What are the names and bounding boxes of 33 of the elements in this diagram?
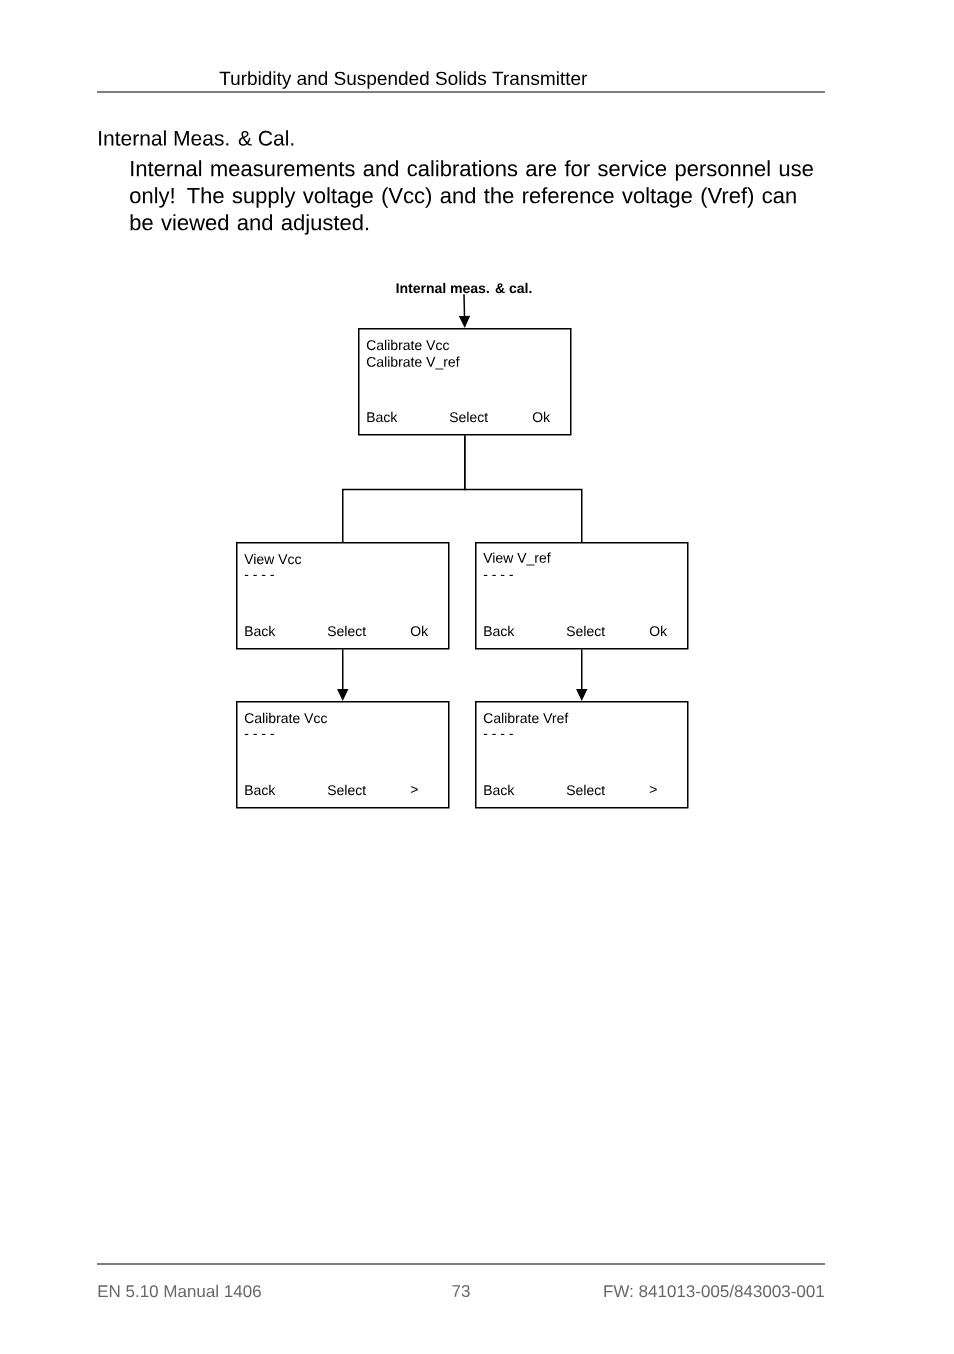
menu-text: Calibrate Vcc [244, 712, 328, 724]
softkey-label: Select [327, 784, 366, 796]
menu-text: - - - - [244, 574, 274, 576]
softkey-label: Back [245, 625, 276, 637]
menu-text: - - - - [483, 574, 513, 576]
softkey-label: Back [367, 411, 398, 423]
page-number: 73 [452, 1285, 470, 1297]
softkey-label: Back [484, 625, 515, 637]
softkey-label: Back [484, 784, 515, 796]
body-paragraph: Internal measurements and calibrations are for service personnel use only! The supply voltage (Vcc) and the reference voltage (Vref) can be viewed and adjusted. [130, 160, 813, 235]
softkey-label: > [410, 785, 418, 793]
footer-text: FW: 841013-005/843003-001 [604, 1284, 824, 1298]
softkey-label: Select [566, 784, 605, 796]
softkey-label: Back [245, 784, 276, 796]
menu-text: Calibrate Vref [483, 712, 569, 724]
menu-text: - - - - [483, 733, 513, 735]
connector [464, 434, 583, 543]
menu-text: - - - - [244, 733, 274, 735]
section-heading: Internal Meas. & Cal. [99, 130, 294, 146]
header-text: Turbidity and Suspended Solids Transmitter [219, 71, 588, 89]
softkey-label: Select [566, 625, 605, 637]
footer-text: EN 5.10 Manual 1406 [98, 1284, 261, 1298]
menu-text: View V_ref [483, 552, 551, 566]
softkey-label: Select [327, 625, 366, 637]
softkey-label: Ok [532, 411, 551, 423]
menu-text: Calibrate V_ref [366, 356, 460, 370]
softkey-label: Ok [649, 625, 668, 637]
softkey-label: Ok [410, 625, 429, 637]
menu-title: Internal meas. & cal. [396, 282, 532, 294]
softkey-label: > [649, 785, 657, 793]
softkey-label: Select [449, 411, 488, 423]
menu-text: View Vcc [244, 553, 302, 565]
menu-text: Calibrate Vcc [366, 339, 450, 351]
